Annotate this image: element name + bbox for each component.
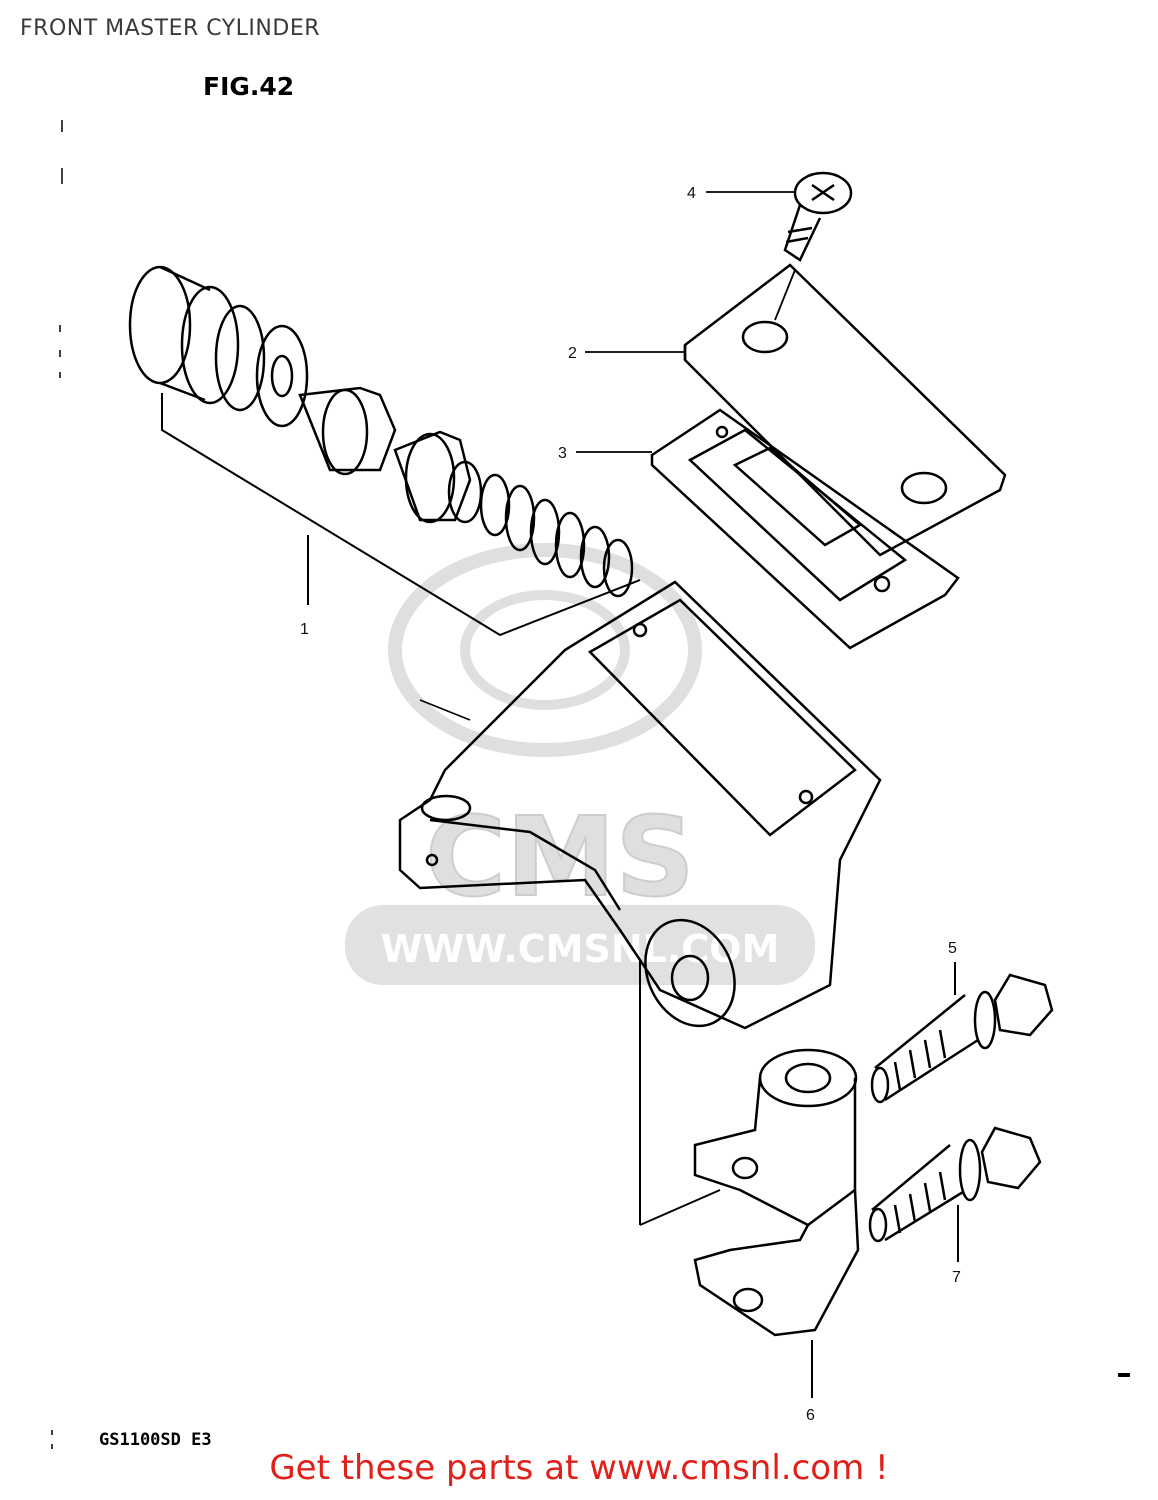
callout-6: 6 — [806, 1407, 815, 1424]
master-cylinder-body — [398, 580, 882, 1226]
callout-3: 3 — [558, 445, 567, 462]
watermark-url-text: WWW.CMSNL.COM — [381, 927, 780, 971]
cmsnl-watermark: CMS WWW.CMSNL.COM — [345, 543, 815, 985]
cta-link-text[interactable]: Get these parts at www.cmsnl.com ! — [269, 1448, 889, 1488]
callout-1: 1 — [300, 621, 309, 638]
callout-7: 7 — [952, 1269, 961, 1286]
part-6-clamp — [693, 1048, 860, 1398]
part-4-screw — [783, 171, 853, 262]
part-3-diaphragm — [650, 408, 960, 650]
part-2-reservoir-cover — [683, 263, 1007, 557]
part-1-piston-assembly — [128, 265, 641, 637]
callout-2: 2 — [568, 345, 577, 362]
callout-labels: 1 2 3 4 5 6 7 — [300, 185, 961, 1424]
part-7-bolt — [868, 1126, 1042, 1262]
part-5-bolt — [870, 962, 1054, 1104]
watermark-logo-text: CMS — [425, 793, 694, 921]
page-title: FRONT MASTER CYLINDER — [20, 16, 321, 41]
model-code: GS1100SD E3 — [99, 1430, 212, 1450]
leader-lines — [576, 191, 796, 453]
margin-marks — [51, 120, 1130, 1449]
figure-label: FIG.42 — [203, 72, 295, 101]
callout-5: 5 — [948, 940, 957, 957]
callout-4: 4 — [687, 185, 696, 202]
